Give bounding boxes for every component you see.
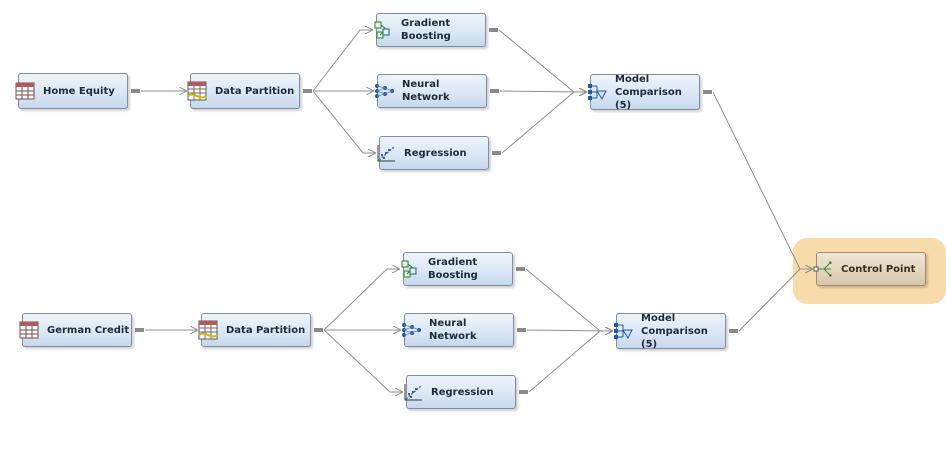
edge-dp2-to-gb2 [323, 269, 399, 331]
neural-network-icon [401, 320, 421, 340]
node-mc2[interactable]: Model Comparison (5) [613, 312, 738, 350]
output-port[interactable] [489, 28, 498, 32]
model-comparison-icon [613, 321, 633, 341]
node-mc1[interactable]: Model Comparison (5) [587, 73, 712, 111]
node-label: Gradient Boosting [428, 257, 478, 281]
edge-dp2-to-reg2 [323, 329, 402, 392]
node-dp1[interactable]: Data Partition [187, 73, 312, 109]
edge-dp1-to-gb1 [312, 30, 372, 92]
node-label: Gradient Boosting [401, 18, 451, 42]
edge-dp1-to-reg1 [312, 90, 375, 153]
data-table-icon [19, 320, 39, 340]
node-label: Regression [431, 386, 494, 398]
node-label: Regression [404, 147, 467, 159]
node-german-credit[interactable]: German Credit [19, 313, 144, 347]
data-partition-icon [187, 81, 207, 101]
edge-gb1-to-mc1 [498, 29, 586, 92]
output-port[interactable] [703, 90, 712, 94]
gradient-boosting-icon [400, 259, 420, 279]
edge-reg2-to-mc2 [528, 331, 612, 393]
node-label: Home Equity [43, 85, 115, 97]
node-label: Data Partition [215, 85, 295, 97]
output-port[interactable] [303, 89, 312, 93]
edge-nn1-to-mc1 [499, 91, 586, 92]
edge-mc2-to-control-point [738, 269, 812, 332]
node-reg2[interactable]: Regression [403, 375, 528, 409]
data-table-icon [15, 81, 35, 101]
node-nn2[interactable]: Neural Network [401, 313, 526, 347]
edge-gb2-to-mc2 [525, 268, 612, 331]
node-gb1[interactable]: Gradient Boosting [373, 13, 498, 47]
output-port[interactable] [516, 267, 525, 271]
neural-network-icon [374, 81, 394, 101]
node-label: Model Comparison (5) [641, 312, 708, 350]
output-port[interactable] [135, 328, 144, 332]
node-nn1[interactable]: Neural Network [374, 74, 499, 108]
output-port[interactable] [519, 390, 528, 394]
output-port[interactable] [490, 89, 499, 93]
edge-nn2-to-mc2 [526, 330, 612, 331]
output-port[interactable] [492, 151, 501, 155]
node-reg1[interactable]: Regression [376, 136, 501, 170]
output-port[interactable] [131, 89, 140, 93]
edge-reg1-to-mc1 [501, 92, 586, 154]
model-comparison-icon [587, 82, 607, 102]
node-label: Model Comparison (5) [615, 73, 682, 111]
gradient-boosting-icon [373, 20, 393, 40]
data-partition-icon [198, 320, 218, 340]
regression-icon [376, 143, 396, 163]
node-gb2[interactable]: Gradient Boosting [400, 252, 525, 286]
node-label: Neural Network [402, 79, 450, 103]
node-dp2[interactable]: Data Partition [198, 313, 323, 347]
node-control-point[interactable]: Control Point [813, 252, 926, 286]
output-port[interactable] [517, 328, 526, 332]
node-label: German Credit [47, 324, 130, 336]
node-label: Data Partition [226, 324, 306, 336]
output-port[interactable] [314, 328, 323, 332]
output-port[interactable] [729, 329, 738, 333]
edge-mc1-to-control-point [712, 91, 812, 269]
node-label: Control Point [841, 263, 916, 275]
node-home-equity[interactable]: Home Equity [15, 73, 140, 109]
control-point-icon [813, 259, 833, 279]
node-label: Neural Network [429, 318, 477, 342]
regression-icon [403, 382, 423, 402]
